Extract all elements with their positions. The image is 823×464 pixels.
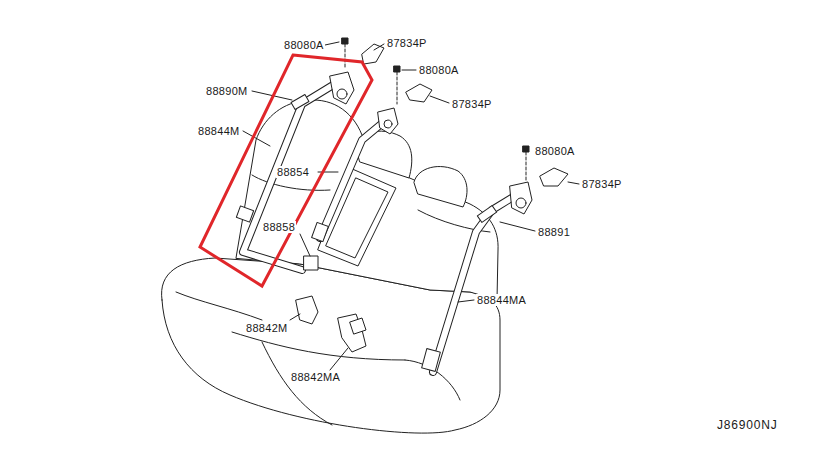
callout-number: 88842MA bbox=[290, 371, 341, 383]
callout-number: 87834P bbox=[581, 178, 623, 190]
callout-number: 88890M bbox=[205, 85, 249, 97]
belt-anchor bbox=[304, 256, 318, 270]
belt-tongue bbox=[312, 222, 329, 241]
leader-line bbox=[243, 42, 579, 370]
diagram-code: J86900NJ bbox=[716, 419, 778, 431]
buckle bbox=[296, 296, 318, 324]
trim-cover bbox=[406, 84, 432, 102]
callout-number: 88080A bbox=[283, 39, 325, 51]
belt-anchor bbox=[422, 349, 441, 372]
retractor bbox=[337, 89, 347, 99]
retractor bbox=[510, 182, 532, 214]
callout-number: 88854 bbox=[276, 166, 310, 178]
bolt bbox=[342, 38, 529, 180]
trim-cover bbox=[362, 44, 384, 64]
belt-guide bbox=[291, 95, 309, 110]
highlight-frame bbox=[200, 55, 372, 286]
callout-number: 88080A bbox=[418, 64, 460, 76]
pass-through-panel bbox=[326, 178, 388, 258]
cushion-seam bbox=[176, 292, 262, 320]
callout-number: 88891 bbox=[537, 226, 571, 238]
trim-cover bbox=[540, 168, 568, 186]
retractor bbox=[384, 120, 392, 128]
callout-number: 88842M bbox=[245, 322, 289, 334]
callout-number: 87834P bbox=[451, 98, 493, 110]
belt-tongue bbox=[236, 206, 253, 222]
retractor bbox=[330, 72, 354, 104]
callout-number: 88844MA bbox=[476, 294, 527, 306]
retractor bbox=[516, 198, 526, 208]
belt-webbing bbox=[243, 82, 518, 372]
callout-number: 88080A bbox=[534, 145, 576, 157]
buckle bbox=[338, 314, 366, 352]
cushion-seam bbox=[262, 342, 332, 425]
headrest bbox=[414, 167, 467, 207]
callout-number: 88858 bbox=[262, 221, 296, 233]
callout-number: 88844M bbox=[197, 125, 241, 137]
cushion-seam bbox=[232, 332, 405, 360]
callout-number: 87834P bbox=[386, 37, 428, 49]
retractor bbox=[378, 108, 398, 134]
buckle bbox=[350, 318, 366, 334]
belt-guide bbox=[477, 206, 496, 223]
seat-back bbox=[236, 100, 498, 300]
